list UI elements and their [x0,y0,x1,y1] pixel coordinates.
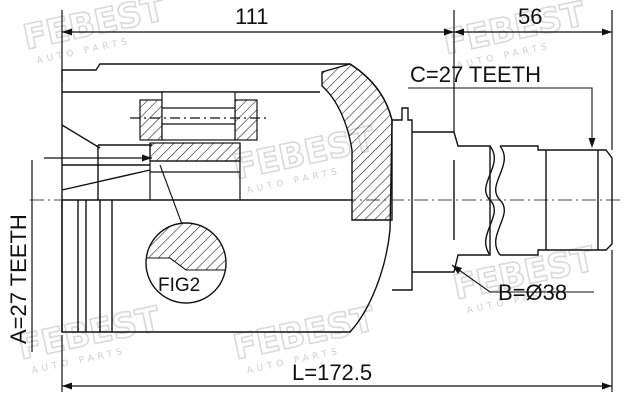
watermark-layer: FEBEST AUTO PARTS FEBEST AUTO PARTS FEBE… [14,0,600,376]
dimension-111: 111 [235,4,268,29]
dimension-lines [31,10,613,392]
joint-housing [61,63,393,333]
diameter-b-label: B=Ø38 [498,280,567,305]
total-length-label: L=172.5 [292,360,372,385]
arrowheads [62,28,612,390]
teeth-c-label: C=27 TEETH [410,62,541,87]
dimension-56: 56 [518,4,542,29]
fig2-detail: FIG2 [145,222,227,304]
teeth-a-label: A=27 TEETH [6,214,31,344]
ball-cage-section [130,91,270,200]
leader-arrows [452,138,596,274]
fig2-label: FIG2 [158,275,200,296]
